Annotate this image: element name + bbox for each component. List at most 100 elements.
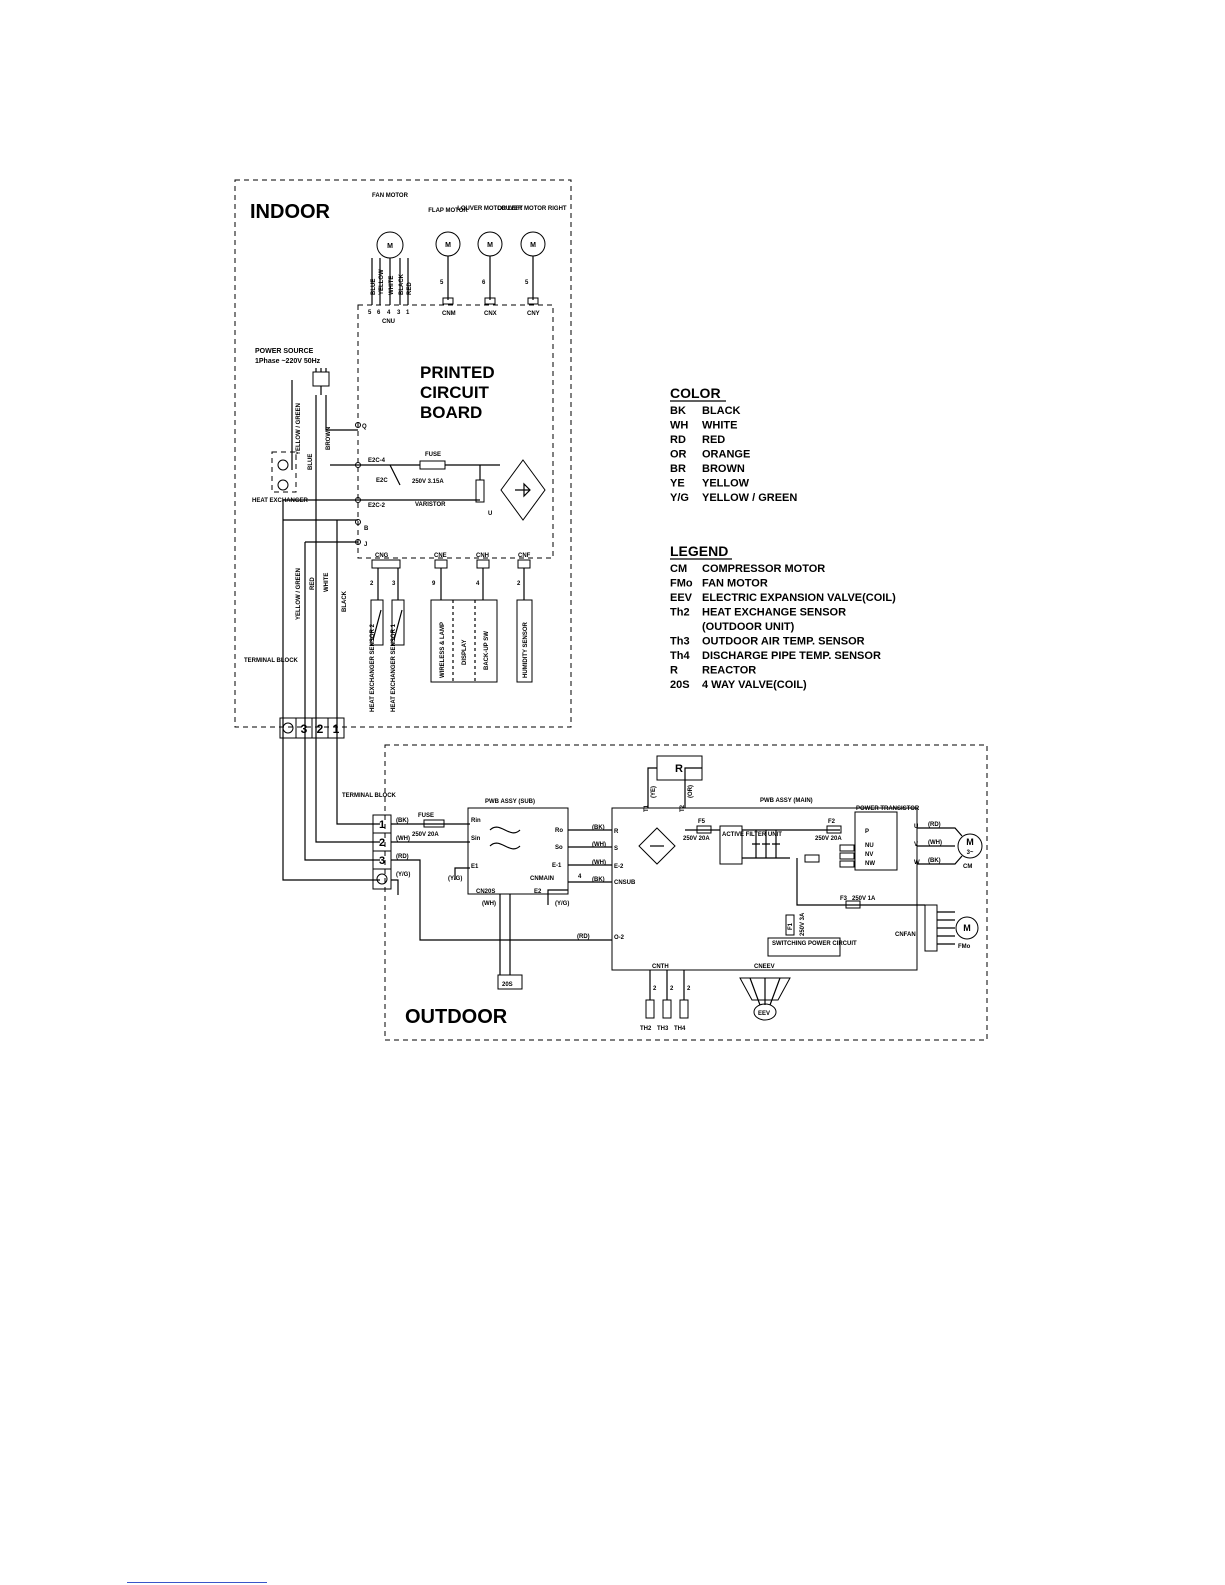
footer-rule — [127, 1582, 267, 1583]
cnh-connector — [476, 559, 490, 569]
th4-label: TH4 — [674, 1026, 686, 1032]
cn20s-wires — [499, 894, 511, 975]
bridge-diode — [515, 482, 531, 498]
pcb-label-1: PRINTED — [420, 363, 495, 382]
fmo-label: FMo — [958, 944, 971, 950]
th2-pin: 2 — [653, 986, 657, 992]
wire-wh-tb: (WH) — [396, 836, 410, 842]
varistor — [475, 479, 485, 503]
pwb-sub-cn20s: CN20S — [476, 889, 495, 895]
outdoor-terminal-block: 1 2 3 — [372, 814, 392, 890]
main-cnsub: CNSUB — [614, 880, 636, 886]
fan-pin-3: 3 — [397, 310, 401, 316]
legend-item-name: COMPRESSOR MOTOR — [702, 563, 825, 575]
indoor-tb-3: 3 — [301, 722, 308, 736]
wireless-lamp-label: WIRELESS & LAMP — [440, 622, 446, 678]
f5-rating: 250V 20A — [683, 836, 710, 842]
cnx-label: CNX — [484, 311, 497, 317]
louver-right-symbol: M — [530, 242, 536, 249]
varistor-label: VARISTOR — [415, 502, 446, 508]
cm-wire-red: (RD) — [928, 822, 941, 828]
cne-pin: 9 — [432, 581, 436, 587]
humidity-sensor — [516, 599, 533, 683]
indoor-terminal-block: 3 2 1 — [279, 717, 345, 739]
legend-item-name: FAN MOTOR — [702, 578, 768, 590]
wire-count-4: 4 — [578, 874, 582, 880]
cn20s-wire-label: (WH) — [482, 901, 496, 907]
pwb-sub-sin: Sin — [471, 836, 481, 842]
color-legend-item-name: RED — [702, 434, 725, 446]
th4-pin: 2 — [687, 986, 691, 992]
pin-j: J — [364, 542, 367, 548]
pwb-sub-e2: E2 — [534, 889, 542, 895]
power-transistor-label: POWER TRANSISTOR — [856, 806, 920, 812]
th3-pin: 2 — [670, 986, 674, 992]
outdoor-tb-1: 1 — [379, 819, 385, 831]
color-legend-item-code: OR — [670, 449, 687, 461]
nu-resistor — [839, 844, 855, 852]
line-rd — [391, 859, 612, 941]
yg-e2: (Y/G) — [555, 901, 569, 907]
legend-item-code: CM — [670, 563, 687, 575]
cnh-pin: 4 — [476, 581, 480, 587]
flap-motor: M — [435, 231, 461, 305]
legend-item-code: EEV — [670, 592, 693, 604]
reactor-or: (OR) — [688, 785, 694, 798]
pwb-sub — [467, 807, 569, 895]
fan-pin-6: 6 — [377, 310, 381, 316]
outdoor-tb-3: 3 — [379, 855, 385, 867]
bk-cn: (BK) — [592, 877, 605, 883]
f3-line — [796, 858, 925, 906]
pwb-sub-ro: Ro — [555, 828, 563, 834]
cnf-pin: 2 — [517, 581, 521, 587]
louver-motor-left: M — [477, 231, 503, 305]
display-board — [430, 599, 498, 683]
cneev-label: CNEEV — [754, 964, 775, 970]
wire-black-down — [336, 520, 380, 825]
cny-label: CNY — [527, 311, 540, 317]
cng-label: CNG — [375, 553, 389, 559]
color-legend-item-code: WH — [670, 420, 688, 432]
flap-motor-symbol: M — [445, 242, 451, 249]
reactor-ye: (YE) — [651, 786, 657, 798]
th2-label: TH2 — [640, 1026, 652, 1032]
main-bridge — [638, 827, 676, 865]
cng-pin2: 2 — [370, 581, 374, 587]
hx-sensor1 — [391, 599, 405, 646]
wh-e2: (WH) — [592, 860, 606, 866]
valve-20s — [497, 974, 523, 990]
fan-wire-black: BLACK — [399, 273, 405, 295]
wire-bk-tb: (BK) — [396, 818, 409, 824]
f1-rating: 250V 3A — [800, 912, 806, 936]
eev-label: EEV — [758, 1011, 770, 1017]
wire-brown: BROWN — [326, 427, 332, 450]
e1-ground — [454, 867, 470, 880]
legend-item-name: HEAT EXCHANGE SENSOR — [702, 607, 846, 619]
pcb-label-3: BOARD — [420, 403, 482, 422]
pt-v: V — [914, 842, 918, 848]
fuse-f2 — [826, 825, 842, 834]
cnth-label: CNTH — [652, 964, 669, 970]
outdoor-tb-2: 2 — [379, 837, 385, 849]
color-legend-item-name: WHITE — [702, 420, 737, 432]
hx-sensor1-label: HEAT EXCHANGER SENSOR 1 — [391, 623, 397, 712]
fan-wire-red: RED — [407, 282, 413, 295]
power-source-spec: 1Phase ~220V 50Hz — [255, 358, 321, 365]
color-legend-item-name: BLACK — [702, 405, 741, 417]
wire-brown-supply — [325, 395, 358, 431]
color-legend-item-code: BR — [670, 463, 686, 475]
cne-label: CNE — [434, 553, 447, 559]
th4-sensor — [679, 999, 689, 1019]
eev-coil — [753, 1003, 777, 1021]
compressor-wires — [917, 827, 963, 865]
pwb-sub-label: PWB ASSY (SUB) — [485, 799, 535, 805]
legend-title: LEGEND — [670, 543, 728, 559]
outdoor-fuse-label: FUSE — [418, 813, 434, 819]
pwb-sub-so: So — [555, 845, 563, 851]
main-s: S — [614, 846, 618, 852]
legend-item-code: Th4 — [670, 650, 690, 662]
fan-motor-label: FAN MOTOR — [372, 193, 409, 199]
active-filter — [719, 825, 743, 865]
cm-label: CM — [963, 864, 972, 870]
wire-white-down — [315, 730, 380, 843]
